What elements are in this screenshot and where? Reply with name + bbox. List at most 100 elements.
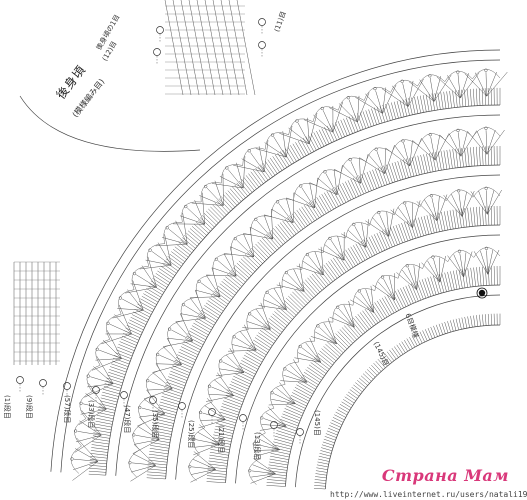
stitch-mark [348, 321, 362, 337]
stitch-mark [258, 332, 275, 344]
stitch-mark [484, 146, 487, 166]
stitch-mark [416, 332, 423, 344]
stitch-mark [470, 147, 473, 167]
row-marker [296, 428, 304, 436]
stitch-mark [470, 207, 473, 227]
stitch-mark [313, 198, 325, 216]
stitch-mark [270, 453, 290, 458]
row-label-1: (1)段目 [3, 395, 11, 419]
stitch-mark [374, 302, 386, 319]
stitch-mark [270, 229, 284, 245]
stitch-mark [452, 90, 455, 108]
stitch-mark [118, 344, 135, 351]
stitch-mark [283, 410, 302, 419]
stitch-mark [180, 239, 194, 251]
stitch-mark [335, 256, 347, 273]
arc-line [235, 234, 501, 484]
stitch-mark [377, 167, 385, 186]
stitch-mark [146, 474, 166, 477]
stitch-mark [169, 253, 184, 265]
stitch-mark [170, 370, 189, 379]
stitch-mark [475, 88, 478, 106]
stitch-mark [187, 333, 205, 343]
stitch-mark [245, 175, 257, 190]
shell-motif [228, 324, 257, 353]
stitch-mark [350, 178, 359, 197]
stitch-mark [279, 421, 298, 429]
stitch-mark [443, 211, 449, 231]
stitch-mark [337, 331, 352, 346]
row-marker [92, 386, 100, 394]
row-label-145b: (145)目 [313, 410, 321, 436]
stitch-mark [221, 281, 237, 294]
stitch-mark [206, 210, 219, 224]
stitch-mark [450, 320, 454, 332]
stitch-mark [90, 453, 108, 456]
stitch-mark [441, 211, 446, 231]
stitch-mark [340, 252, 352, 270]
stitch-mark [461, 317, 465, 329]
stitch-mark [455, 148, 459, 168]
stitch-mark [206, 478, 226, 481]
stitch-mark [444, 272, 450, 292]
stitch-mark [219, 283, 236, 296]
stitch-mark [339, 184, 349, 202]
stitch-mark [402, 286, 412, 305]
shell-motif [329, 92, 370, 123]
stitch-mark [148, 453, 168, 457]
stitch-mark [270, 315, 286, 329]
stitch-mark [266, 485, 286, 487]
stitch-mark [366, 369, 376, 378]
watermark-url: http://www.liveinternet.ru/users/natali1… [330, 490, 527, 499]
stitch-mark [318, 268, 331, 284]
grid-column [196, 0, 216, 96]
stitch-mark [461, 208, 465, 228]
shell-motif [341, 219, 370, 248]
stitch-mark [257, 241, 271, 256]
stitch-mark [266, 320, 283, 333]
stitch-mark [314, 482, 326, 484]
stitch-mark [484, 88, 487, 106]
stitch-mark [470, 88, 472, 107]
grid-column [204, 0, 224, 96]
stitch-mark [306, 203, 318, 220]
stitch-mark [194, 320, 212, 331]
stitch-mark [365, 110, 372, 127]
stitch-mark [96, 417, 113, 422]
stitch-mark [412, 219, 419, 238]
stitch-mark [361, 174, 370, 192]
stitch-mark [351, 386, 361, 395]
stitch-mark [473, 146, 476, 166]
shell-motif [464, 68, 508, 97]
stitch-mark [276, 430, 295, 437]
shell-motif [470, 186, 502, 215]
stitch-mark [317, 461, 329, 465]
stitch-mark [444, 321, 449, 333]
stitch-mark [384, 296, 395, 314]
stitch-mark [394, 346, 401, 357]
stitch-mark [163, 390, 182, 397]
stitch-mark [225, 394, 244, 403]
stitch-mark [137, 303, 153, 313]
stitch-mark [443, 91, 447, 109]
stitch-mark [403, 339, 411, 351]
shell-motif [101, 304, 132, 345]
stitch-mark [241, 178, 253, 193]
stitch-mark [147, 471, 167, 474]
stitch-mark [157, 270, 172, 281]
stitch-mark [315, 476, 327, 479]
stitch-mark [125, 327, 142, 336]
stitch-mark [347, 248, 359, 265]
stitch-mark [282, 413, 301, 422]
stitch-mark [317, 352, 333, 366]
stitch-mark [293, 389, 311, 400]
stitch-mark [115, 352, 132, 359]
stitch-mark [223, 278, 239, 292]
stitch-mark [188, 330, 206, 341]
stitch-mark [96, 415, 114, 420]
stitch-mark [295, 142, 305, 158]
row-label-47: (47)段目 [123, 405, 131, 434]
stitch-mark [369, 305, 381, 322]
stitch-mark [422, 95, 427, 112]
stitch-mark [430, 276, 437, 295]
